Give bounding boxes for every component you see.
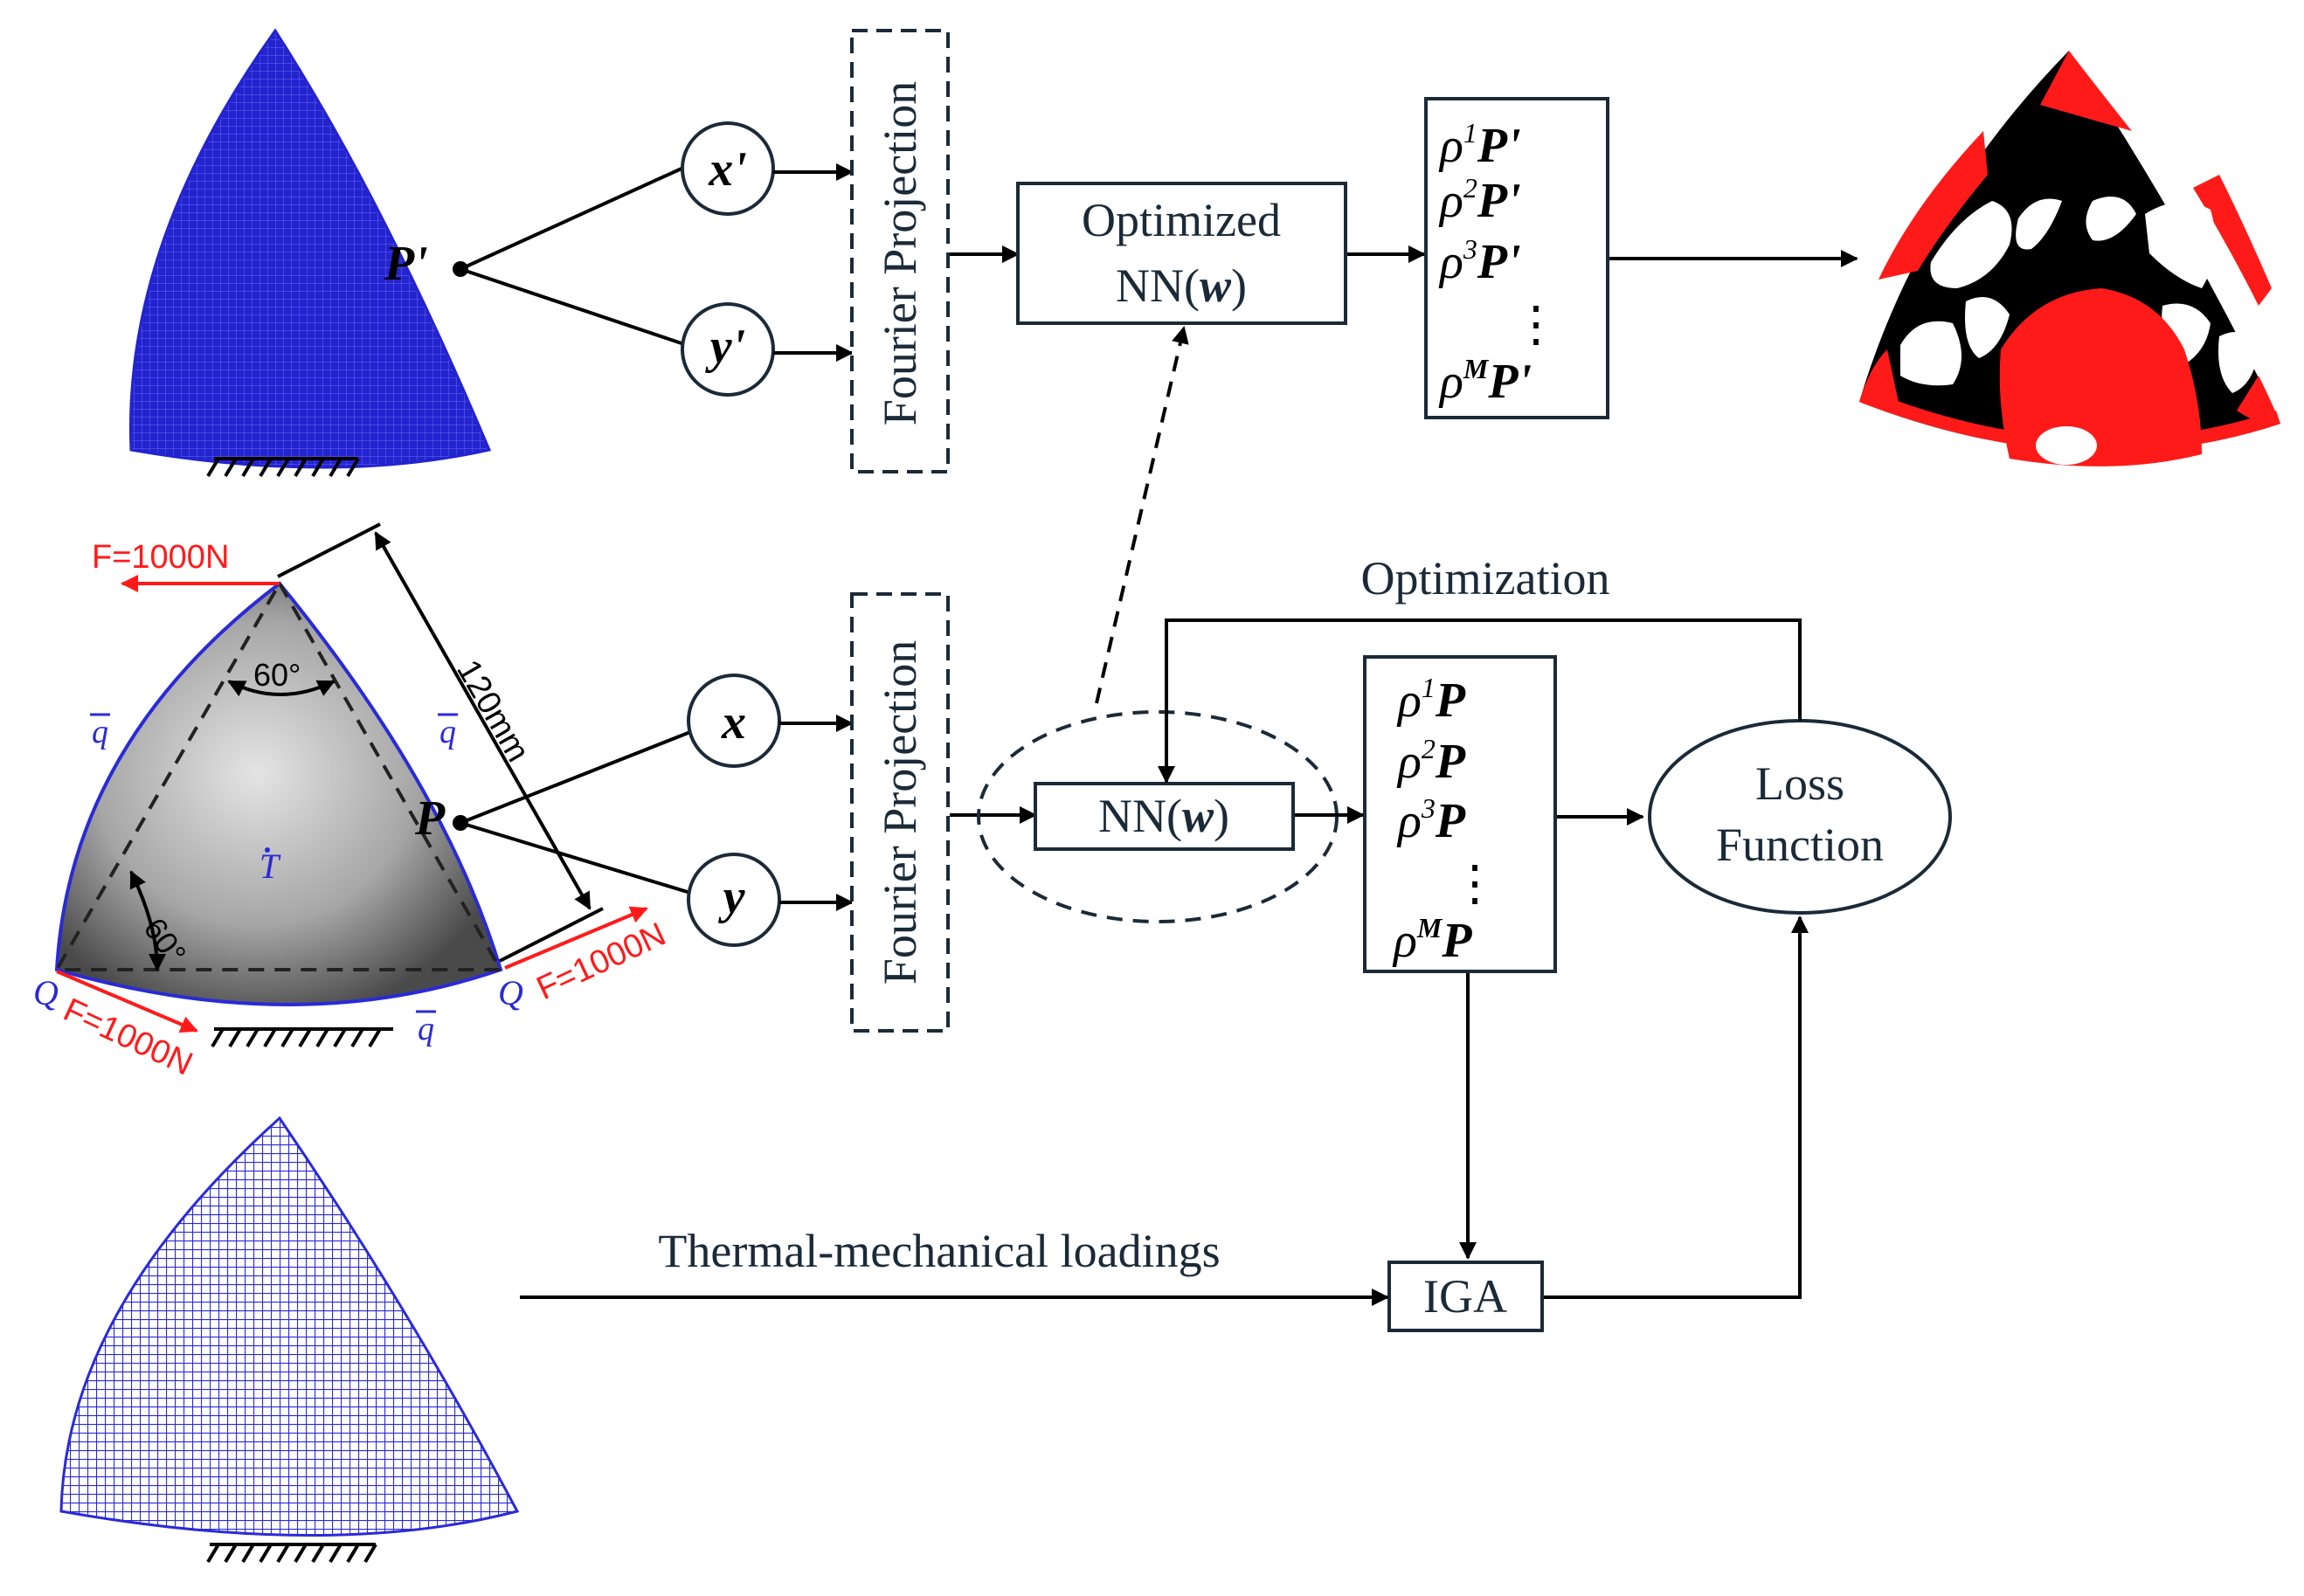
svg-text:Fourier Projection: Fourier Projection [874,81,926,425]
fourier-projection-top: Fourier Projection [850,29,950,473]
arrow-iga-loss [1544,915,1809,1299]
node-x: x [687,674,781,768]
svg-text:F=1000N: F=1000N [92,539,229,576]
svg-text:Optimized: Optimized [1082,194,1281,246]
svg-text:ρ3P: ρ3P [1396,792,1466,848]
svg-text:y: y [718,870,746,924]
problem-domain: 60° 60° T q q q Q Q [33,579,523,1048]
optimized-nn-box: Optimized NN(w) [1016,182,1347,325]
q-bar-left: q [92,714,108,750]
label-p: P [414,791,446,846]
node-y-prime: y' [681,302,775,397]
fourier-projection-bottom: Fourier Projection [850,592,950,1033]
fixed-support-middle [211,1027,393,1048]
loss-function: Loss Function [1648,719,1952,915]
svg-text:ρ1P: ρ1P [1396,672,1466,728]
node-y: y [687,853,781,947]
iga-box: IGA [1387,1261,1544,1332]
svg-text:ρ2P: ρ2P [1396,733,1466,789]
q-bar-right: q [439,714,456,750]
label-p-prime: P' [384,237,428,291]
angle-top: 60° [253,657,301,693]
nn-box: NN(w) [1034,782,1295,851]
force-top: F=1000N [92,539,280,592]
svg-text:ρ1P': ρ1P' [1438,117,1521,173]
svg-text:y': y' [705,320,745,374]
optimized-topology-result [1859,51,2280,466]
svg-text:⋮: ⋮ [1450,857,1499,911]
mesh-top [128,28,492,478]
label-t: T [259,846,281,886]
fixed-support-top [206,457,360,478]
svg-text:Fourier Projection: Fourier Projection [874,640,926,985]
svg-text:⋮: ⋮ [1512,298,1560,352]
label-q-left: Q [33,973,59,1012]
arrow-weights-transfer [1095,326,1189,704]
svg-text:ρMP': ρMP' [1438,353,1532,409]
svg-text:x: x [721,695,746,750]
svg-text:ρ2P': ρ2P' [1438,172,1521,228]
force-right: F=1000N [504,906,671,1008]
svg-text:F=1000N: F=1000N [531,916,671,1008]
svg-text:Function: Function [1716,819,1884,871]
label-thermal: Thermal-mechanical loadings [658,1225,1220,1277]
mesh-bottom [59,1116,520,1564]
svg-text:NN(w): NN(w) [1116,259,1247,312]
svg-text:x': x' [708,142,747,197]
svg-text:ρ3P': ρ3P' [1438,233,1521,289]
link-p-prime-y [460,267,682,345]
svg-text:F=1000N: F=1000N [58,991,197,1083]
svg-text:120mm: 120mm [449,654,536,769]
link-p-x [460,730,691,825]
density-box-middle: ρ1P ρ2P ρ3P ⋮ ρMP [1363,655,1557,973]
density-box-top: ρ1P' ρ2P' ρ3P' ⋮ ρMP' [1424,97,1609,419]
svg-text:ρMP: ρMP [1392,912,1472,968]
svg-text:NN(w): NN(w) [1098,790,1229,842]
svg-text:IGA: IGA [1423,1270,1507,1323]
optimization-feedback-arrow [1158,618,1802,784]
svg-text:Loss: Loss [1755,757,1844,810]
q-bar-bottom: q [418,1011,434,1047]
fixed-support-bottom [206,1543,377,1564]
node-x-prime: x' [681,121,775,216]
label-optimization: Optimization [1361,552,1610,605]
link-p-y [460,821,691,895]
label-q-right: Q [498,973,523,1012]
link-p-prime-x [460,167,682,271]
